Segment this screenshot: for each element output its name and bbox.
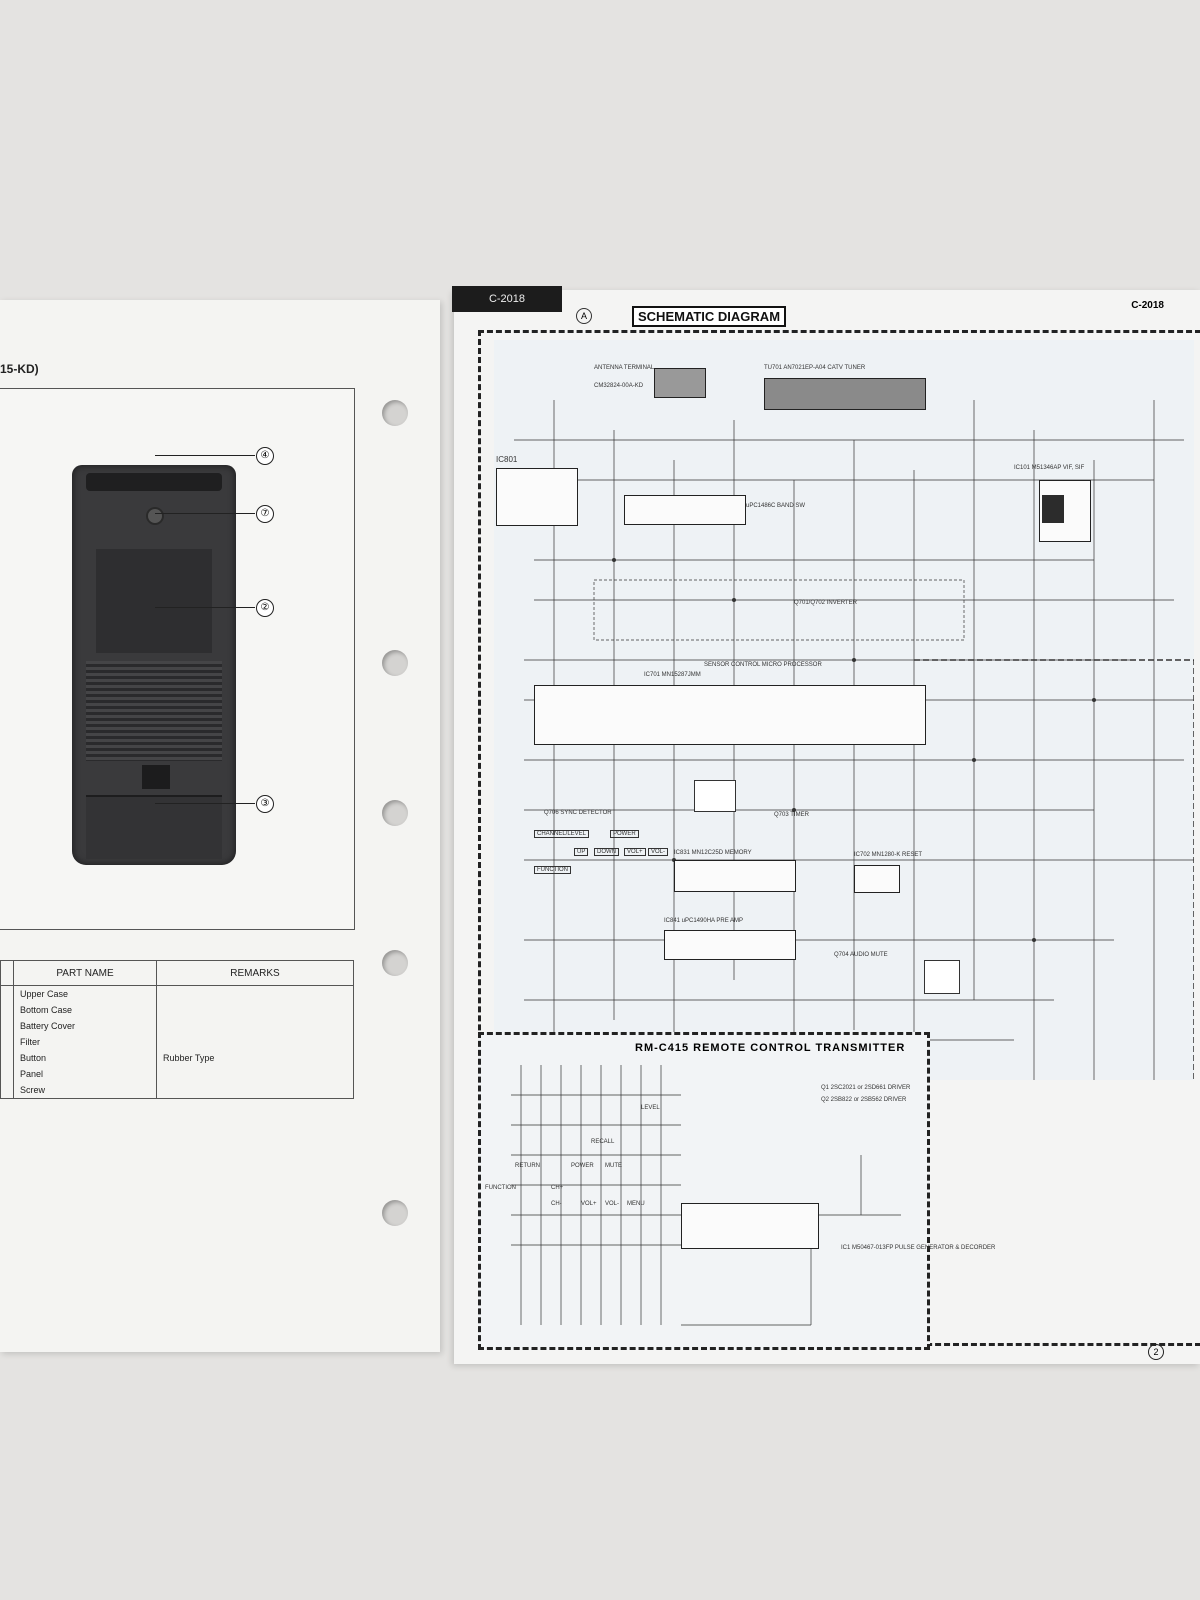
leader-line: [155, 607, 255, 608]
table-row: Panel: [0, 1066, 354, 1082]
antenna-part: CM32824-00A-KD: [594, 383, 644, 389]
remote-button: [142, 765, 170, 789]
rm-key-ch-plus: CH+: [551, 1185, 564, 1191]
rm-key-menu: MENU: [627, 1201, 645, 1207]
header-circle: A: [576, 308, 592, 324]
rm-key-return: RETURN: [515, 1163, 540, 1169]
button-function: FUNCTION: [534, 866, 571, 874]
rm-key-ch-minus: CH-: [551, 1201, 562, 1207]
button-power: POWER: [610, 830, 639, 838]
rm-q1-label: Q1 2SC2021 or 2SD661 DRIVER: [821, 1085, 911, 1091]
table-row: Bottom Case: [0, 1002, 354, 1018]
table-row: Screw: [0, 1082, 354, 1099]
remote-control-image: [72, 465, 236, 865]
parts-table: PART NAME REMARKS Upper Case Bottom Case…: [0, 960, 354, 1099]
ic841-label: IC841 uPC1490HA PRE AMP: [664, 918, 744, 924]
remote-schematic-box: IC1 M50467-013FP PULSE GENERATOR & DECOR…: [478, 1032, 995, 1350]
ic841-chip: [664, 930, 796, 960]
ic701-desc: SENSOR CONTROL MICRO PROCESSOR: [704, 662, 822, 668]
tuner-label: TU701 AN7021EP-A04 CATV TUNER: [764, 365, 866, 371]
ic801-chip: [624, 495, 746, 525]
q704-label: Q704 AUDIO MUTE: [834, 952, 888, 958]
ic801-label: IC801: [496, 455, 518, 464]
ic101-label: IC101 M51346AP VIF, SIF: [1014, 465, 1085, 471]
rm-key-mute: MUTE: [605, 1163, 622, 1169]
binder-hole: [382, 1200, 408, 1226]
rm-key-function: FUNCTION: [485, 1185, 516, 1191]
rm-key-recall: RECALL: [591, 1139, 615, 1145]
ic801-table: [496, 468, 578, 526]
ic702-label: IC702 MN1280-K RESET: [854, 852, 923, 858]
col-remarks: REMARKS: [156, 960, 354, 986]
remote-grip: [86, 661, 222, 761]
table-row: Battery Cover: [0, 1018, 354, 1034]
model-label: 15-KD): [0, 362, 39, 376]
right-page: C-2018 A SCHEMATIC DIAGRAM C-2018 ANTENN…: [452, 286, 1200, 1364]
remote-panel: [96, 549, 212, 692]
table-row: Filter: [0, 1034, 354, 1050]
antenna-label: ANTENNA TERMINAL: [594, 365, 655, 371]
button-up: UP: [574, 848, 589, 856]
binder-hole: [382, 800, 408, 826]
tuner-module: [764, 378, 926, 410]
callout-2: ②: [256, 599, 274, 617]
remote-schematic-title: RM-C415 REMOTE CONTROL TRANSMITTER: [632, 1042, 909, 1054]
q706-label: Q706 SYNC DETECTOR: [544, 810, 612, 816]
ic101-chip: [1039, 480, 1091, 542]
ic701-label: IC701 MN15287JMM: [644, 672, 701, 678]
callout-7: ⑦: [256, 505, 274, 523]
waveform-box-2: [924, 960, 960, 994]
rm-q2-label: Q2 2SB822 or 2SB562 DRIVER: [821, 1097, 907, 1103]
header-right: C-2018: [1131, 300, 1164, 311]
rm-key-vol-plus: VOL+: [581, 1201, 597, 1207]
q703-label: Q703 TIMER: [774, 812, 809, 818]
binder-hole: [382, 950, 408, 976]
remote-figure: ④ ⑦ ② ③: [0, 388, 355, 930]
ic801-part: uPC1486C BAND SW: [746, 503, 806, 509]
col-part-name: PART NAME: [13, 960, 157, 986]
callout-3: ③: [256, 795, 274, 813]
remote-filter: [86, 473, 222, 491]
rm-key-power: POWER: [571, 1163, 594, 1169]
q701-label: Q701/Q702 INVERTER: [794, 600, 857, 606]
binder-hole: [382, 650, 408, 676]
ic831-chip: [674, 860, 796, 892]
page-number: 2: [1148, 1344, 1164, 1360]
leader-line: [155, 455, 255, 456]
callout-4: ④: [256, 447, 274, 465]
rm-key-level: LEVEL: [641, 1105, 660, 1111]
left-page: 15-KD) ④ ⑦ ② ③ PART NAME REMARKS Upper C…: [0, 300, 440, 1352]
remote-screw: [146, 507, 164, 525]
header-tab: C-2018: [452, 286, 562, 312]
binder-hole: [382, 400, 408, 426]
leader-line: [155, 803, 255, 804]
button-vol-plus: VOL+: [624, 848, 646, 856]
schematic-area: ANTENNA TERMINAL CM32824-00A-KD TU701 AN…: [494, 340, 1194, 1080]
button-vol-minus: VOL-: [648, 848, 669, 856]
waveform-box: [694, 780, 736, 812]
button-down: DOWN: [594, 848, 619, 856]
rm-ic1-label: IC1 M50467-013FP PULSE GENERATOR & DECOR…: [841, 1245, 996, 1251]
ic831-label: IC831 MN12C25D MEMORY: [674, 850, 752, 856]
ic701-chip: [534, 685, 926, 745]
table-row: Upper Case: [0, 985, 354, 1002]
page-title: SCHEMATIC DIAGRAM: [632, 306, 787, 327]
antenna-terminal: [654, 368, 706, 398]
remote-wires: [511, 1065, 901, 1326]
remote-battery-cover: [86, 795, 222, 859]
ic101-waveform: [1042, 495, 1064, 523]
leader-line: [155, 513, 255, 514]
button-channel-level: CHANNEL/LEVEL: [534, 830, 590, 838]
rm-key-vol-minus: VOL-: [605, 1201, 620, 1207]
rm-ic1-chip: [681, 1203, 819, 1249]
ic702-chip: [854, 865, 900, 893]
